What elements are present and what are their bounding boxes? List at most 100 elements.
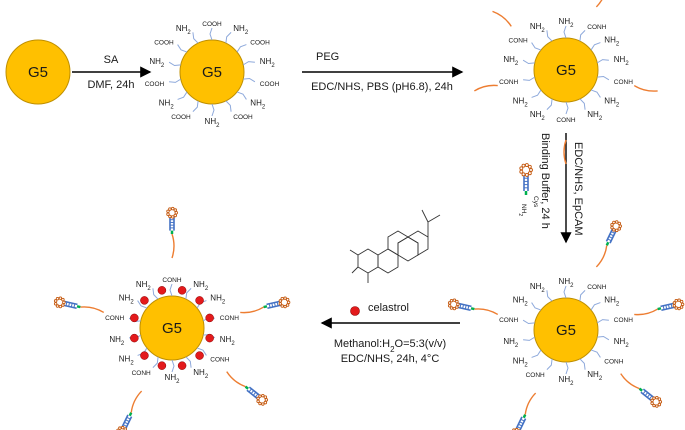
branch-line xyxy=(192,32,199,44)
branch-line xyxy=(579,98,586,110)
peg-chain xyxy=(492,10,512,27)
branch-line xyxy=(546,290,553,302)
celastrol-drug-icon xyxy=(350,306,360,316)
amine-group-label: NH2 xyxy=(559,277,575,289)
branch-line xyxy=(137,300,148,309)
branch-line xyxy=(152,356,159,368)
branch-line xyxy=(579,30,586,42)
branch-line xyxy=(596,59,609,64)
branch-line xyxy=(579,358,586,370)
branch-line xyxy=(590,42,601,51)
amine-group-label: NH2 xyxy=(587,110,603,122)
amine-group-label: NH2 xyxy=(119,355,135,367)
branch-line xyxy=(211,103,215,117)
g5-core-bare xyxy=(5,39,71,105)
amine-group-label: NH2 xyxy=(530,22,546,34)
amine-group-label: NH2 xyxy=(513,97,529,109)
branch-line xyxy=(185,288,192,300)
branch-line xyxy=(522,319,535,325)
step4-solvent: Methanol:H2O=5:3(v/v) xyxy=(334,338,446,354)
peg-chain xyxy=(595,0,603,8)
cys-label: Cys xyxy=(532,196,539,208)
amine-group-label: NH2 xyxy=(250,99,266,111)
step3-line2: Binding Buffer, 24 h xyxy=(539,133,551,229)
branch-line xyxy=(565,361,569,375)
step3-line1: EDC/NHS, EpCAM xyxy=(572,142,584,236)
carboxyl-group-label: COOH xyxy=(145,81,165,88)
amide-group-label: CONH xyxy=(614,317,633,324)
amine-group-label: NH2 xyxy=(193,368,209,380)
peg-chain xyxy=(633,84,658,92)
epcam-aptamer-icon xyxy=(638,387,663,408)
peg-chain xyxy=(620,373,640,390)
branch-line xyxy=(563,25,567,39)
epcam-aptamer-icon xyxy=(263,296,291,310)
peg-chain xyxy=(240,306,265,314)
celastrol-dot-icon xyxy=(177,286,187,295)
amine-group-label: NH2 xyxy=(513,357,529,369)
branch-line xyxy=(169,78,182,83)
amine-group-label: NH2 xyxy=(604,35,620,47)
core-label: G5 xyxy=(28,64,48,81)
celastrol-dot-icon xyxy=(177,361,187,370)
amine-group-label: NH2 xyxy=(503,55,519,67)
amine-group-label: NH2 xyxy=(559,375,575,387)
amine-group-label: NH2 xyxy=(604,97,620,109)
branch-line xyxy=(169,283,173,297)
branch-line xyxy=(185,356,192,368)
branch-line xyxy=(236,44,247,53)
peg-chain xyxy=(171,233,175,259)
branch-line xyxy=(196,347,207,356)
celastrol-dot-icon xyxy=(157,286,167,295)
epcam-aptamer-icon xyxy=(244,385,269,406)
amine-group-label: NH2 xyxy=(530,110,546,122)
celastrol-dot-icon xyxy=(195,296,204,305)
amine-group-label: NH2 xyxy=(193,280,209,292)
branch-line xyxy=(225,32,232,44)
amide-group-label: CONH xyxy=(587,24,606,31)
peg-chain xyxy=(524,392,537,415)
amide-group-label: CONH xyxy=(220,315,239,322)
celastrol-dot-icon xyxy=(130,333,139,343)
branch-line xyxy=(523,76,536,81)
amide-group-label: CONH xyxy=(604,359,623,366)
amide-group-label: CONH xyxy=(210,357,229,364)
carboxyl-group-label: COOH xyxy=(260,81,280,88)
amine-group-label: NH2 xyxy=(559,17,575,29)
step2-reagent: PEG xyxy=(316,51,339,63)
amine-group-label: NH2 xyxy=(604,295,620,307)
amide-group-label: CONH xyxy=(162,277,181,284)
amide-group-label: CONH xyxy=(587,284,606,291)
branch-line xyxy=(546,98,553,110)
epcam-aptamer-icon xyxy=(166,206,178,234)
carboxyl-group-label: COOH xyxy=(154,39,174,46)
amide-group-label: CONH xyxy=(614,79,633,86)
aptamer-amine-label: NH2 xyxy=(517,204,527,216)
branch-line xyxy=(579,290,586,302)
branch-line xyxy=(590,89,601,98)
branch-line xyxy=(192,100,199,112)
carboxyl-group-label: COOH xyxy=(250,39,270,46)
amide-group-label: CONH xyxy=(526,372,545,379)
amine-group-label: NH2 xyxy=(614,55,630,67)
celastrol-structure-icon xyxy=(349,209,441,283)
step2-conditions: EDC/NHS, PBS (pH6.8), 24h xyxy=(311,81,453,93)
celastrol-dot-icon xyxy=(157,361,167,370)
amine-group-label: NH2 xyxy=(210,293,226,305)
amine-group-label: NH2 xyxy=(530,282,546,294)
branch-line xyxy=(597,335,610,341)
branch-line xyxy=(152,288,159,300)
amine-group-label: NH2 xyxy=(119,293,135,305)
peg-chain xyxy=(473,84,498,92)
branch-line xyxy=(590,302,601,311)
celastrol-dot-icon xyxy=(140,296,149,305)
amine-group-label: NH2 xyxy=(260,57,276,69)
step4-conditions: EDC/NHS, 24h, 4°C xyxy=(341,353,440,365)
peg-chain xyxy=(80,306,105,314)
core-label: G5 xyxy=(162,320,182,337)
branch-line xyxy=(236,91,247,100)
step4-drug-label: celastrol xyxy=(368,302,409,314)
branch-line xyxy=(596,319,609,324)
